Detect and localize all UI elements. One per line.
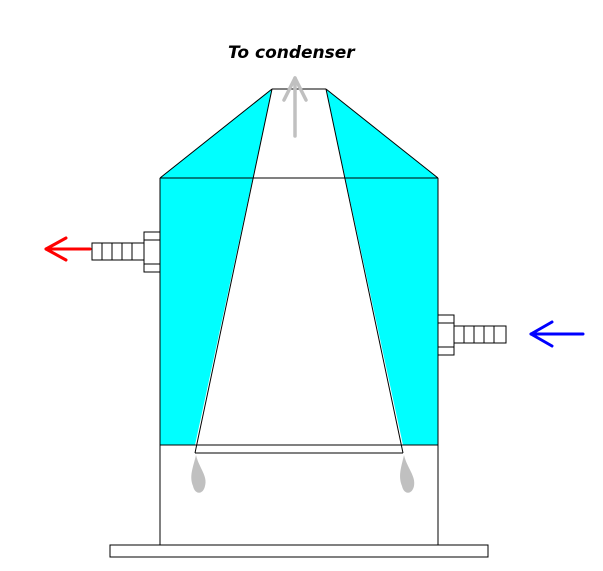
outlet-nozzle <box>91 231 161 273</box>
inner-tube-wall-left <box>194 88 273 454</box>
inlet-nozzle <box>437 314 507 356</box>
left-arrow-icon <box>44 236 92 262</box>
left-arrow-icon <box>529 320 585 348</box>
base-plate <box>109 544 489 558</box>
up-arrow-icon <box>282 76 308 138</box>
to-condenser-label: To condenser <box>228 43 355 63</box>
droplet-icon <box>400 455 415 493</box>
droplet-icon <box>191 455 206 493</box>
inner-tube-wall-right <box>325 88 404 454</box>
cone-edge-right <box>325 88 439 179</box>
cone-edge-left <box>159 88 273 179</box>
